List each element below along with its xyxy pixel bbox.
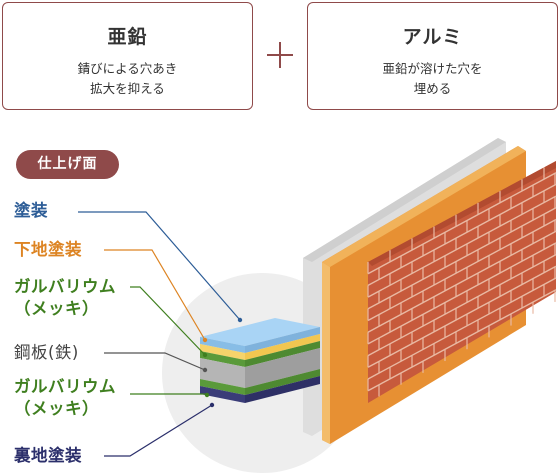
mortar-line xyxy=(367,289,557,392)
zinc-title: 亜鉛 xyxy=(107,26,148,48)
leader-primer xyxy=(104,249,206,341)
label-galvalume-bottom-line2: （メッキ） xyxy=(14,399,99,418)
aluminum-description: 亜鉛が溶けた穴を 埋める xyxy=(308,59,557,99)
label-top-coat: 塗装 xyxy=(14,201,48,220)
label-steel: 鋼板(鉄) xyxy=(14,343,79,362)
leader-lines xyxy=(78,211,243,457)
label-back-coat: 裏地塗装 xyxy=(14,446,82,465)
label-galvalume-top-line2: （メッキ） xyxy=(14,299,99,318)
mortar-line xyxy=(367,265,557,368)
leader-top-coat xyxy=(78,211,241,321)
mortar-line xyxy=(367,218,557,322)
mortar-line xyxy=(367,207,557,310)
mortar-line xyxy=(367,230,557,333)
zinc-description: 錆びによる穴あき 拡大を抑える xyxy=(3,59,252,99)
zinc-card: 亜鉛 錆びによる穴あき 拡大を抑える xyxy=(2,2,253,110)
leader-back-coat xyxy=(104,404,213,457)
mortar-line xyxy=(367,242,557,345)
mortar-line xyxy=(367,253,557,357)
mortar-line xyxy=(367,172,557,275)
label-galvalume-bottom-line1: ガルバリウム xyxy=(14,377,116,396)
wall-panel xyxy=(303,138,557,444)
aluminum-card: アルミ 亜鉛が溶けた穴を 埋める xyxy=(307,2,558,110)
mortar-line xyxy=(367,277,557,380)
zinc-desc-line1: 錆びによる穴あき xyxy=(77,61,178,76)
aluminum-desc-line1: 亜鉛が溶けた穴を xyxy=(382,61,483,76)
label-galvalume-top-line1: ガルバリウム xyxy=(14,277,116,296)
label-primer: 下地塗装 xyxy=(14,240,82,259)
label-galvalume-bottom: ガルバリウム （メッキ） xyxy=(14,376,116,420)
sample-block xyxy=(200,318,320,403)
leader-steel xyxy=(104,352,206,371)
finish-surface-badge: 仕上げ面 xyxy=(16,150,119,179)
leader-galvalume-top xyxy=(130,286,206,356)
mortar-line xyxy=(367,195,557,298)
zinc-desc-line2: 拡大を抑える xyxy=(90,81,165,96)
plus-icon xyxy=(265,40,295,70)
label-galvalume-top: ガルバリウム （メッキ） xyxy=(14,276,116,320)
aluminum-title: アルミ xyxy=(402,26,463,48)
aluminum-desc-line2: 埋める xyxy=(413,81,452,96)
brick-pattern xyxy=(367,167,557,397)
mortar-line xyxy=(367,183,557,287)
